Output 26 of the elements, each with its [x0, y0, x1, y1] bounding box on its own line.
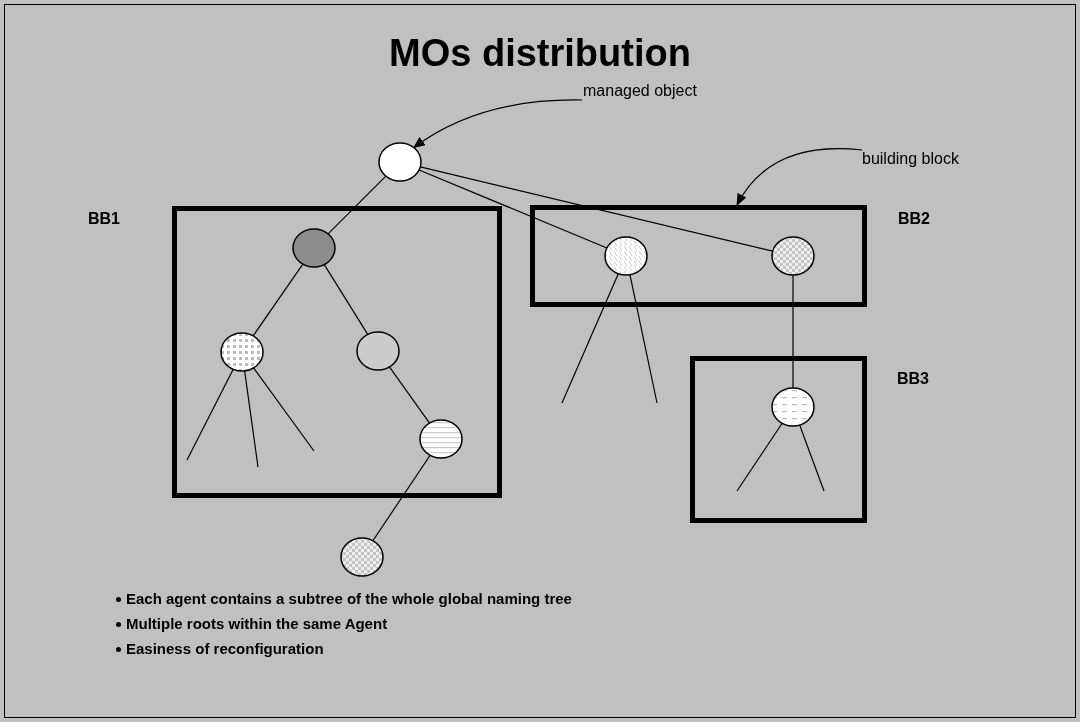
callout-text: managed object — [583, 82, 697, 100]
tree-link-line — [372, 454, 431, 542]
bullet-text: Each agent contains a subtree of the whole global naming tree — [126, 590, 572, 607]
tree-link-line — [418, 169, 608, 249]
tree-link-line — [419, 166, 774, 252]
title: MOs distribution — [388, 32, 692, 75]
tree-link-line — [327, 175, 387, 235]
bullet-text: Easiness of reconfiguration — [126, 640, 324, 657]
callout-text: building block — [862, 150, 959, 168]
open-branch-line — [186, 368, 234, 461]
open-branch-line — [244, 370, 259, 468]
block-label: BB3 — [897, 370, 929, 388]
bullet-text: Multiple roots within the same Agent — [126, 615, 388, 632]
tree-link-line — [323, 263, 369, 336]
block-label: BB2 — [898, 210, 930, 228]
open-branch-line — [799, 424, 825, 492]
open-branch-line — [561, 273, 619, 404]
tree-link-line — [252, 263, 304, 337]
open-branch-line — [252, 367, 315, 452]
open-branch-line — [736, 422, 783, 492]
tree-link-line — [792, 274, 794, 389]
leader-arrow — [412, 99, 583, 149]
open-branch-line — [629, 274, 658, 404]
tree-link-line — [388, 366, 431, 424]
block-label: BB1 — [88, 210, 120, 228]
leader-arrow — [736, 148, 863, 206]
